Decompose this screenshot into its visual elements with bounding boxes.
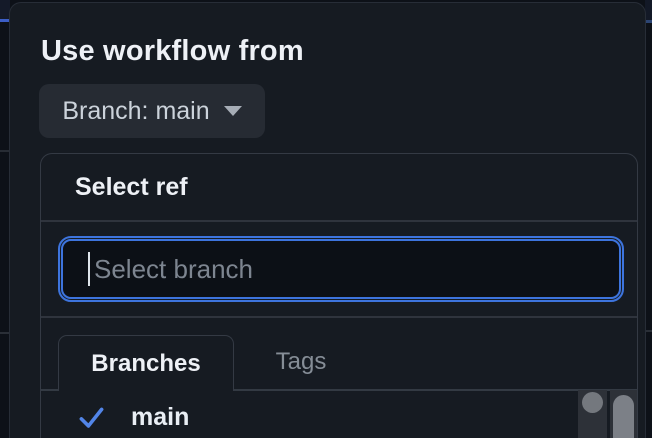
scrollbar-outer[interactable]	[578, 390, 607, 438]
branch-selector-label: Branch: main	[62, 96, 210, 125]
branch-search-input[interactable]	[58, 236, 624, 302]
background-divider	[0, 332, 10, 334]
ref-tabnav: Branches Tags	[41, 318, 637, 391]
use-workflow-from-label: Use workflow from	[41, 35, 304, 67]
background-blue-line	[0, 19, 10, 22]
ref-panel-title: Select ref	[75, 172, 188, 201]
branch-selector-button[interactable]: Branch: main	[39, 84, 265, 138]
ref-panel-header: Select ref	[41, 154, 637, 222]
tab-tags[interactable]: Tags	[234, 335, 368, 389]
scrollbar-thumb[interactable]	[613, 395, 634, 438]
background-divider	[0, 150, 10, 152]
ref-select-panel: Select ref Branches Tags	[40, 153, 638, 438]
tab-branches[interactable]: Branches	[58, 335, 234, 391]
background-edge	[0, 0, 10, 19]
ref-list-item-main[interactable]: main	[41, 391, 637, 438]
scrollbar-thumb[interactable]	[582, 392, 603, 413]
run-workflow-dropdown: Use workflow from Branch: main Select re…	[9, 2, 646, 438]
tab-tags-label: Tags	[275, 348, 327, 375]
background-blue-line	[645, 20, 652, 23]
background-edge	[645, 0, 652, 20]
scrollbar-inner[interactable]	[610, 390, 637, 438]
tab-branches-label: Branches	[91, 349, 201, 377]
branch-list: main	[41, 391, 637, 438]
background-divider	[645, 330, 652, 332]
ref-list-item-label: main	[131, 402, 190, 431]
check-icon	[79, 407, 104, 428]
branch-search-section	[41, 222, 637, 318]
triangle-down-icon	[223, 106, 242, 116]
